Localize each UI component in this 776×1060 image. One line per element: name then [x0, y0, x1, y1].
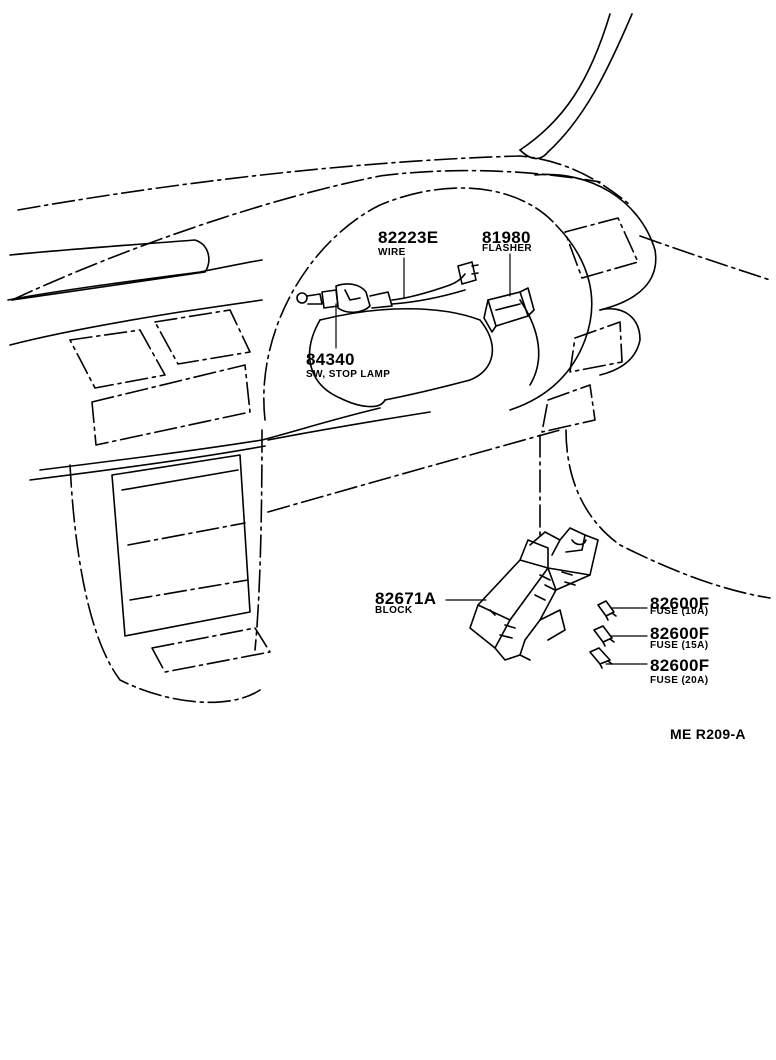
center-console: [111, 454, 271, 673]
diagram-code: ME R209-A: [670, 726, 746, 742]
junction-block-graphic[interactable]: [469, 527, 599, 661]
part-name-fuse-20a: FUSE (20A): [650, 675, 709, 686]
part-name-block: BLOCK: [375, 605, 413, 616]
dashboard-vents: [69, 217, 639, 446]
part-name-stop-lamp-switch: SW, STOP LAMP: [306, 369, 391, 380]
dashboard-right-body: [308, 173, 657, 411]
part-number-stop-lamp-switch[interactable]: 84340: [306, 350, 355, 369]
fuse-10a-graphic[interactable]: [597, 600, 617, 621]
wire-harness-graphic[interactable]: [391, 261, 479, 305]
leader-lines: [335, 253, 648, 665]
part-number-flasher[interactable]: 81980: [482, 228, 531, 247]
part-number-wire[interactable]: 82223E: [378, 228, 439, 247]
fuse-20a-graphic[interactable]: [589, 647, 613, 669]
windshield-pillar: [519, 13, 633, 160]
part-name-fuse-10a: FUSE (10A): [650, 606, 709, 617]
fuse-15a-graphic[interactable]: [593, 625, 615, 647]
stop-lamp-switch-graphic[interactable]: [296, 283, 393, 314]
part-name-fuse-15a: FUSE (15A): [650, 640, 709, 651]
part-number-fuse-15a[interactable]: 82600F: [650, 624, 710, 643]
dashboard-left-panel: [7, 239, 431, 481]
part-name-flasher: FLASHER: [482, 243, 533, 254]
flasher-graphic[interactable]: [483, 287, 535, 333]
dashboard-phantom-outline: [11, 155, 771, 704]
part-number-fuse-10a[interactable]: 82600F: [650, 594, 710, 613]
part-number-fuse-20a[interactable]: 82600F: [650, 656, 710, 675]
part-name-wire: WIRE: [378, 247, 406, 258]
part-number-block[interactable]: 82671A: [375, 589, 437, 608]
